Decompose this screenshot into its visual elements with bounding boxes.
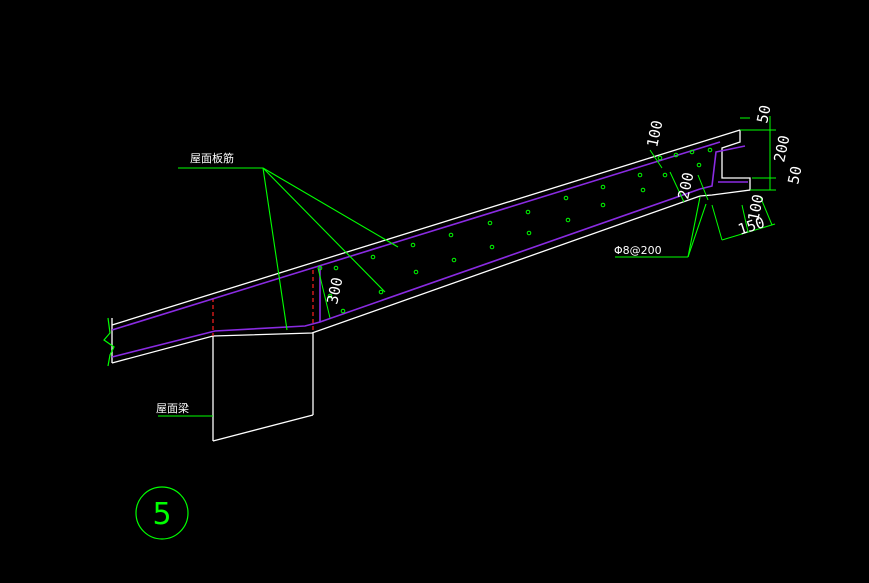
rebar-dots — [317, 147, 713, 314]
hidden-lines — [212, 270, 314, 336]
dim-50-side: 50 — [784, 164, 805, 185]
roof-beam-outline — [212, 333, 314, 442]
roof-beam-label: 屋面梁 — [156, 401, 189, 415]
dimension-lines — [317, 116, 776, 319]
break-symbol — [103, 317, 115, 367]
dim-100-top: 100 — [643, 119, 666, 149]
dim-50-top: 50 — [753, 103, 774, 124]
dim-300: 300 — [323, 276, 346, 306]
dim-200-side: 200 — [770, 134, 793, 164]
slab-outline — [111, 129, 751, 364]
detail-number-marker: 5 — [135, 486, 189, 540]
stirrup-label: Φ8@200 — [614, 244, 662, 257]
dim-100-bottom: 100 — [744, 193, 767, 223]
leader-lines — [158, 167, 707, 417]
roof-slab-label: 屋面板筋 — [190, 151, 234, 165]
detail-number: 5 — [152, 497, 171, 532]
dim-200-inner: 200 — [674, 171, 697, 201]
